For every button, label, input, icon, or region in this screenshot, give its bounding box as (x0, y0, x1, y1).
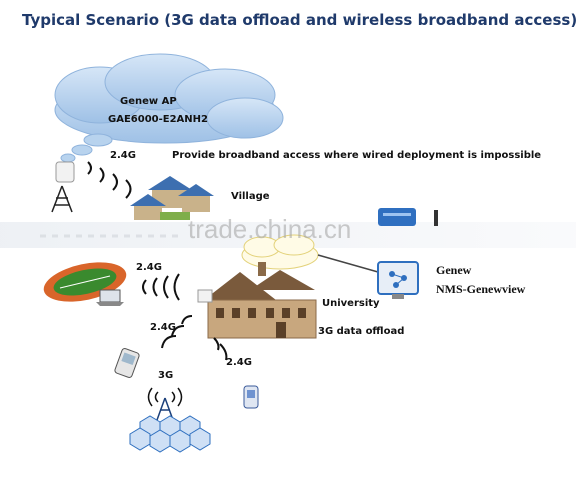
pda-band-label: 2.4G (226, 357, 252, 368)
cloud-label-line1: Genew AP (120, 96, 177, 107)
cloud-shape (54, 53, 284, 144)
connection-line (317, 254, 379, 273)
wifi-waves-pda (213, 337, 228, 361)
broadband-text: Provide broadband access where wired dep… (172, 150, 542, 161)
watermark: trade.china.cn (188, 214, 352, 244)
top-band-label: 2.4G (110, 150, 136, 161)
3g-tower-icon (156, 397, 174, 421)
tower-icon (51, 185, 73, 213)
cloud-bubbles (60, 133, 113, 163)
3g-label: 3G (158, 370, 174, 381)
village-houses-icon (130, 176, 214, 220)
3g-waves (147, 387, 183, 407)
ap-device-icon (55, 161, 75, 183)
university-label: University (322, 298, 380, 309)
nms-label: NMS-Genewview (436, 282, 526, 296)
village-label: Village (231, 191, 270, 202)
phone-band-label: 2.4G (150, 322, 176, 333)
field-band-label: 2.4G (136, 262, 162, 273)
page-title: Typical Scenario (3G data offload and wi… (22, 11, 576, 29)
wifi-waves-field (142, 273, 180, 301)
cell-hexagons (129, 415, 211, 453)
wifi-waves-top (87, 161, 132, 199)
nms-monitor-icon (377, 261, 419, 299)
cloud-label-line2: GAE6000-E2ANH2 (108, 114, 208, 125)
university-building-icon (197, 262, 317, 339)
mobile-phone-icon (114, 348, 140, 378)
offload-label: 3G data offload (318, 326, 405, 337)
genew-label: Genew (436, 263, 472, 277)
wifi-waves-phone (161, 315, 193, 349)
laptop-icon (96, 289, 124, 306)
server-device-icon (378, 208, 438, 226)
pda-device-icon (243, 385, 259, 409)
